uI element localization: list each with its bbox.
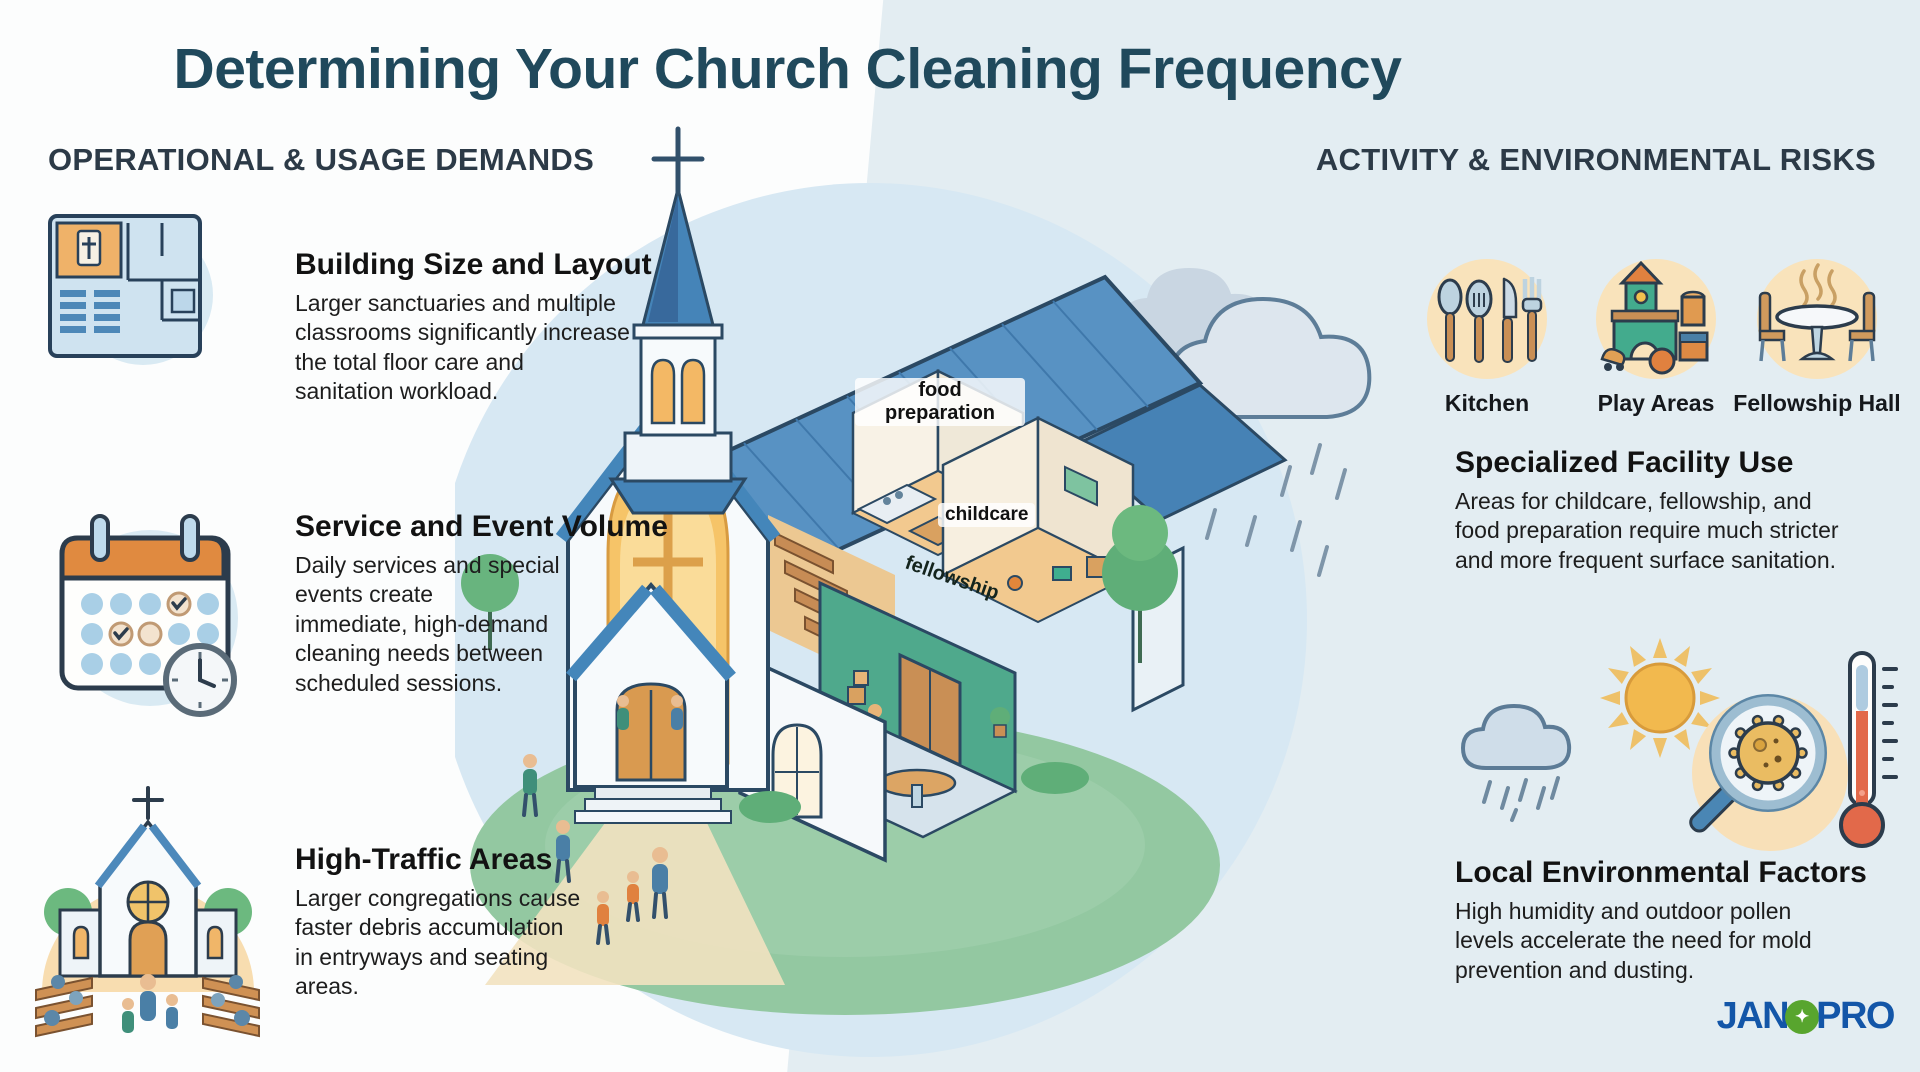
janpro-logo: JAN ✦ PRO [1716, 995, 1896, 1038]
facility-label-fellowship-hall: Fellowship Hall [1733, 390, 1901, 416]
calendar-clock-icon [59, 514, 238, 717]
kitchen-utensils-icon [1427, 259, 1547, 379]
logo-jan-text: JAN [1716, 995, 1790, 1037]
right-section-heading: ACTIVITY & ENVIRONMENTAL RISKS [1315, 142, 1876, 177]
item-title-service-volume: Service and Event Volume [295, 510, 668, 543]
childcare-room [940, 415, 1136, 624]
pews-left [35, 975, 93, 1038]
item-title-high-traffic: High-Traffic Areas [295, 843, 553, 876]
specialized-title: Specialized Facility Use [1455, 446, 1794, 479]
table-chairs-icon [1757, 259, 1877, 379]
facility-label-play-areas: Play Areas [1597, 390, 1715, 416]
rain-cloud-icon [1460, 703, 1572, 822]
steeple [608, 126, 748, 515]
local-environment-title: Local Environmental Factors [1455, 856, 1867, 889]
item-service-volume: Service and Event Volume Daily services … [295, 510, 695, 698]
left-section-heading: OPERATIONAL & USAGE DEMANDS [48, 142, 595, 177]
item-body-service-volume: Daily services and special events create… [295, 552, 560, 696]
specialized-facility-block: Specialized Facility Use Areas for child… [1455, 446, 1895, 575]
item-body-building-size: Larger sanctuaries and multiple classroo… [295, 290, 630, 405]
steam-lines [1799, 263, 1837, 307]
church-cutaway-illustration [455, 126, 1372, 1057]
sun-icon [1600, 638, 1720, 758]
toy-blocks-icon [1596, 259, 1716, 379]
rain-cloud-illustration [1120, 268, 1372, 577]
page-title: Determining Your Church Cleaning Frequen… [173, 37, 1402, 101]
thermometer-icon [1839, 651, 1898, 848]
pews-right [202, 975, 260, 1038]
mold-spore [1728, 714, 1808, 792]
magnifier-mold-icon [1689, 694, 1848, 851]
steeple-cross-icon [651, 126, 705, 196]
trees [461, 505, 1178, 823]
church-label-childcare: childcare [938, 503, 1036, 527]
item-title-building-size: Building Size and Layout [295, 248, 652, 281]
item-body-high-traffic: Larger congregations cause faster debris… [295, 885, 581, 1000]
item-building-size: Building Size and Layout Larger sanctuar… [295, 248, 705, 407]
logo-pro-text: PRO [1816, 995, 1895, 1037]
logo-globe-icon: ✦ [1785, 999, 1820, 1034]
local-environment-body: High humidity and outdoor pollen levels … [1455, 898, 1812, 983]
facility-label-kitchen: Kitchen [1444, 390, 1530, 416]
church-label-food-preparation: food preparation [855, 378, 1025, 426]
floor-plan-icon [48, 214, 213, 365]
people-figures [522, 695, 683, 945]
church-congregation-icon [35, 786, 260, 1038]
specialized-body: Areas for childcare, fellowship, and foo… [1455, 488, 1839, 573]
local-environment-block: Local Environmental Factors High humidit… [1455, 856, 1905, 985]
item-high-traffic: High-Traffic Areas Larger congregations … [295, 843, 705, 1002]
